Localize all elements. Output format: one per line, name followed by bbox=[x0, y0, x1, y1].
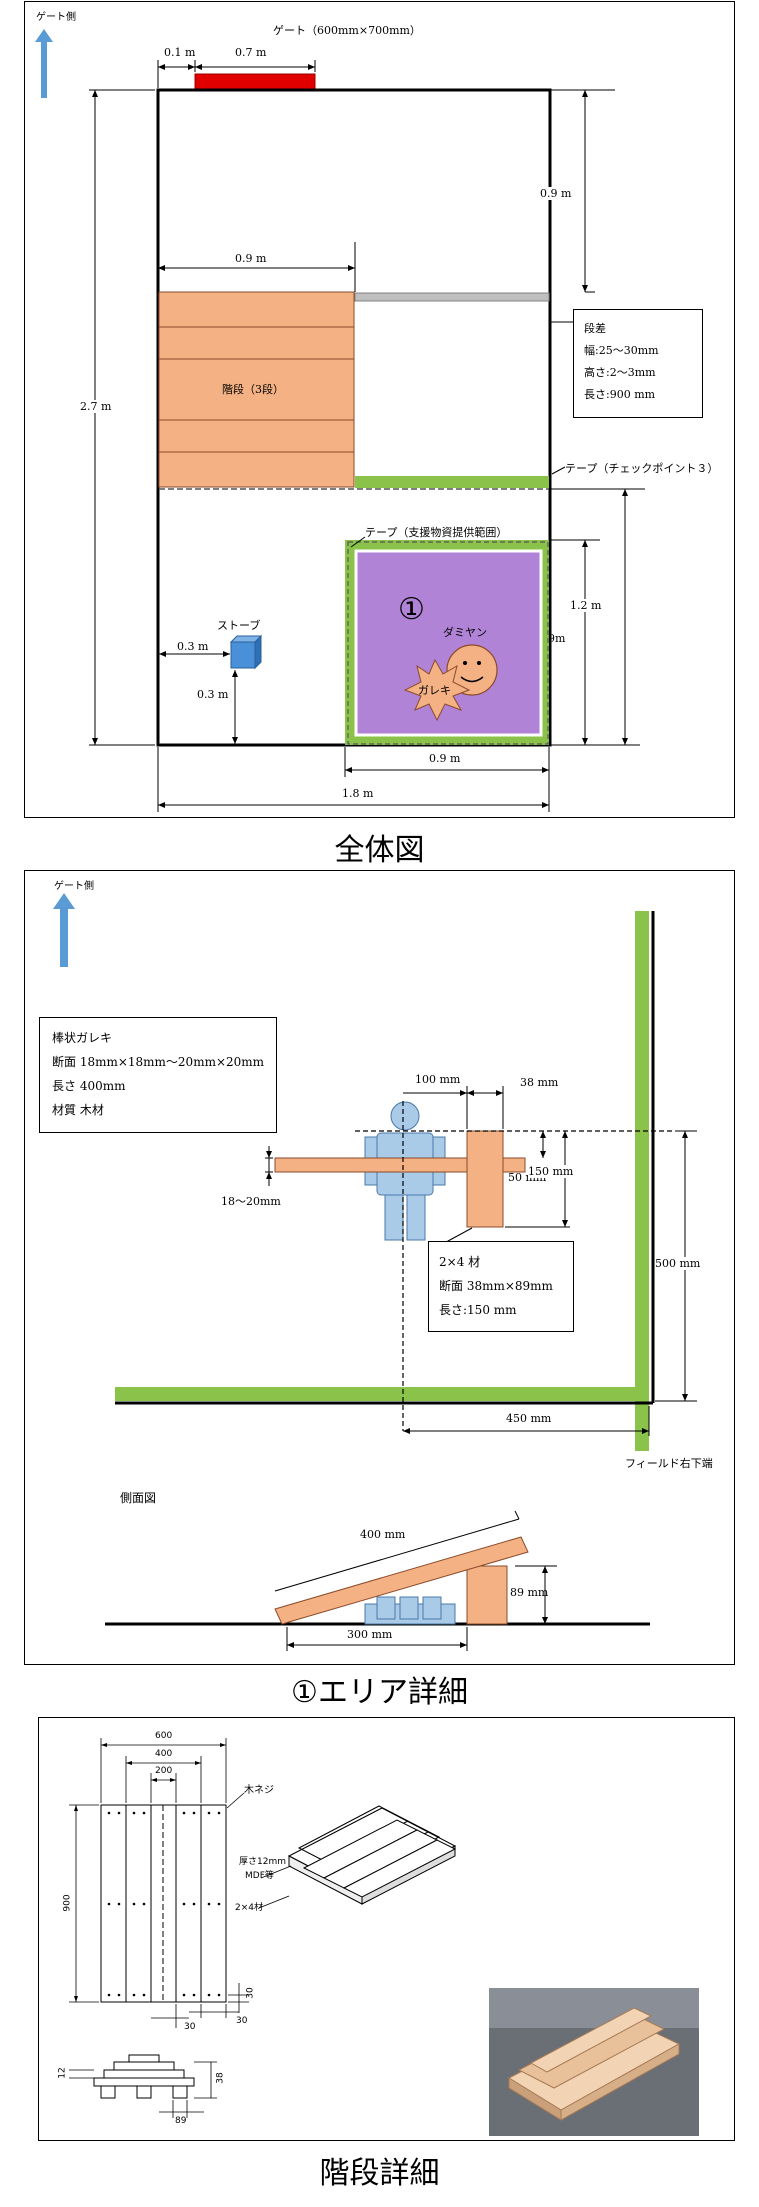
stairs-isometric bbox=[287, 1805, 457, 1905]
lumber-box: 2×4 材 断面 38mm×89mm 長さ:150 mm bbox=[428, 1241, 574, 1332]
area-detail-caption: ①エリア詳細 bbox=[291, 1675, 468, 1710]
dim-stairs-width: 0.9 m bbox=[235, 252, 267, 265]
dim-450: 450 mm bbox=[506, 1412, 552, 1425]
tape-support-label: テープ（支援物資提供範囲） bbox=[365, 526, 508, 539]
field-corner-label: フィールド右下端 bbox=[625, 1457, 713, 1470]
side-rod-rubble bbox=[274, 1536, 529, 1625]
gate-direction-arrow bbox=[35, 29, 53, 98]
dim-600: 600 bbox=[155, 1731, 173, 1741]
stairs-label: 階段（3段） bbox=[222, 383, 284, 396]
stairs-detail-drawing bbox=[69, 1738, 699, 2136]
gate-side-label: ゲート側 bbox=[36, 12, 76, 23]
area-detail-drawing bbox=[53, 893, 697, 1651]
step-box-width: 幅:25～30mm bbox=[584, 344, 659, 357]
lumber-label: 2×4材 bbox=[235, 1903, 263, 1913]
dim-18-20: 18～20mm bbox=[221, 1195, 281, 1208]
dim-38: 38 bbox=[215, 2072, 226, 2084]
side-dummy bbox=[364, 1596, 456, 1625]
tape-checkpoint-label: テープ（チェックポイント３） bbox=[565, 462, 719, 475]
lumber-block bbox=[466, 1130, 504, 1228]
area-detail-panel: ゲート側 棒状ガレキ 断面 18mm×18mm～20mm×20mm 長さ 400… bbox=[24, 870, 735, 1665]
field-wall-right bbox=[635, 911, 649, 1451]
dim-stove-x: 0.3 m bbox=[177, 640, 209, 653]
dim-900: 900 bbox=[62, 1894, 73, 1912]
dim-gate-width: 0.7 m bbox=[235, 46, 267, 59]
dim-12: 12 bbox=[57, 2067, 68, 2079]
dim-total-width: 1.8 m bbox=[342, 787, 374, 800]
gate bbox=[194, 73, 316, 91]
stove-label: ストーブ bbox=[217, 619, 261, 632]
board-label-1: 厚さ12mm bbox=[239, 1857, 286, 1867]
overview-drawing bbox=[35, 29, 645, 812]
dim-400-side: 400 mm bbox=[360, 1528, 406, 1541]
rubble-label: ガレキ bbox=[418, 684, 451, 697]
dim-38: 38 mm bbox=[520, 1076, 559, 1089]
dim-300-side: 300 mm bbox=[347, 1628, 393, 1641]
dim-area-height: 1.2 m bbox=[570, 599, 602, 612]
rod-rubble bbox=[274, 1157, 526, 1173]
overview-caption: 全体図 bbox=[334, 833, 425, 868]
field-wall-bottom bbox=[115, 1387, 649, 1401]
side-lumber-block bbox=[466, 1565, 508, 1625]
dummy-figure bbox=[446, 644, 498, 696]
area-1 bbox=[354, 549, 543, 737]
tape-checkpoint bbox=[355, 476, 549, 488]
dim-height-total: 2.7 m bbox=[80, 400, 112, 413]
rod-box-material: 材質 木材 bbox=[52, 1103, 104, 1117]
lumber-box-length: 長さ:150 mm bbox=[439, 1303, 517, 1317]
dim-area-width: 0.9 m bbox=[429, 752, 461, 765]
area-marker: ① bbox=[398, 592, 425, 627]
dim-150: 150 mm bbox=[528, 1165, 574, 1178]
rubble bbox=[403, 658, 471, 722]
dim-gate-offset: 0.1 m bbox=[164, 46, 196, 59]
gate-direction-arrow-2 bbox=[53, 893, 75, 967]
stairs-detail-caption: 階段詳細 bbox=[319, 2156, 440, 2191]
dim-200: 200 bbox=[155, 1766, 173, 1776]
screw-label: 木ネジ bbox=[244, 1785, 274, 1796]
step-box-length: 長さ:900 mm bbox=[584, 388, 656, 401]
dummy-label: ダミヤン bbox=[443, 626, 487, 639]
stairs-detail-panel: 600 400 200 木ネジ 900 30 30 30 厚さ12mm MDF等… bbox=[38, 1717, 735, 2141]
dim-100: 100 mm bbox=[415, 1073, 461, 1086]
overview-panel: ゲート側 ゲート（600mm×700mm） 0.1 m 0.7 m 0.9 m … bbox=[24, 1, 735, 818]
stairs bbox=[158, 291, 355, 488]
dim-400: 400 bbox=[155, 1749, 173, 1759]
dim-30-right: 30 bbox=[245, 1987, 256, 1999]
dim-right-top: 0.9 m bbox=[540, 187, 572, 200]
gate-label: ゲート（600mm×700mm） bbox=[273, 24, 421, 37]
rod-box-title: 棒状ガレキ bbox=[52, 1031, 113, 1045]
lumber-box-title: 2×4 材 bbox=[439, 1255, 481, 1269]
stove bbox=[229, 634, 263, 670]
dim-89: 89 bbox=[175, 2116, 187, 2126]
side-view-label: 側面図 bbox=[120, 1491, 157, 1505]
gate-side-label-2: ゲート側 bbox=[54, 881, 94, 892]
board-label-2: MDF等 bbox=[245, 1871, 274, 1881]
step-box-title: 段差 bbox=[584, 322, 606, 335]
dim-30-bottom: 30 bbox=[236, 2016, 248, 2026]
dim-area-inner: 9m bbox=[548, 632, 566, 645]
dim-stove-y: 0.3 m bbox=[197, 688, 229, 701]
rod-box: 棒状ガレキ 断面 18mm×18mm～20mm×20mm 長さ 400mm 材質… bbox=[39, 1017, 277, 1133]
step-box: 段差 幅:25～30mm 高さ:2～3mm 長さ:900 mm bbox=[573, 309, 703, 418]
rod-box-section: 断面 18mm×18mm～20mm×20mm bbox=[52, 1055, 265, 1069]
step-box-height: 高さ:2～3mm bbox=[584, 366, 656, 379]
dim-30-inner: 30 bbox=[184, 2022, 196, 2032]
dim-500: 500 mm bbox=[655, 1257, 701, 1270]
rod-box-length: 長さ 400mm bbox=[52, 1079, 126, 1093]
lumber-box-section: 断面 38mm×89mm bbox=[439, 1279, 553, 1293]
stairs-photo bbox=[489, 1988, 699, 2136]
stairs-side-view bbox=[93, 2054, 195, 2099]
step-bar bbox=[354, 292, 550, 302]
dim-89-side: 89 mm bbox=[510, 1586, 549, 1599]
